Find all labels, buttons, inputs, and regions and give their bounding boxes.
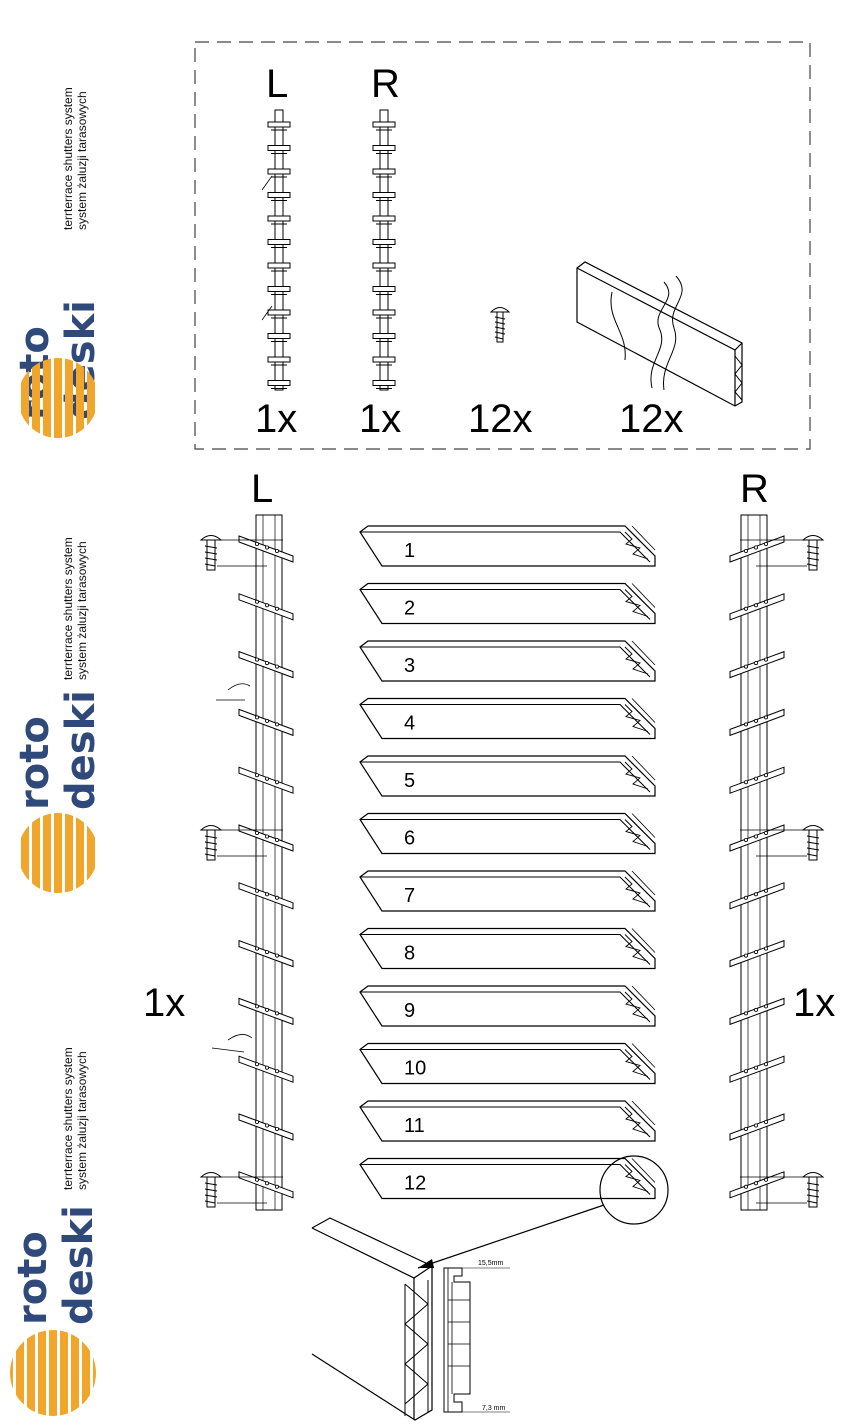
slat-number: 12 (404, 1173, 426, 1195)
slat-number: 6 (404, 828, 415, 850)
logo-bottom: roto deski terrterrace shutters system s… (0, 980, 110, 1425)
slat-body (359, 985, 656, 1027)
slat-1: 1 (359, 525, 656, 567)
slat-body (359, 640, 656, 682)
detail-dimension-bottom: 7,3 mm (482, 1405, 506, 1412)
slat-number: 7 (404, 885, 415, 907)
tagline-en: terrterrace shutters system (61, 1047, 75, 1190)
tagline-pl: system żaluzji tarasowych (75, 1051, 89, 1190)
tagline-pl: system żaluzji tarasowych (75, 91, 89, 230)
brand-name-deski: deski (56, 1205, 102, 1325)
tagline-pl: system żaluzji tarasowych (75, 541, 89, 680)
slat-8: 8 (359, 927, 656, 970)
assembly-screw-icon (801, 1172, 825, 1208)
slat-12: 12 (359, 1157, 656, 1200)
detail-slat-enlarged (311, 1217, 433, 1421)
slat-body (359, 1157, 656, 1200)
slat-body (359, 755, 656, 797)
slat-number: 8 (404, 943, 415, 965)
slat-number: 4 (404, 713, 415, 735)
brand-emblem-icon (21, 813, 95, 893)
slat-number: 3 (404, 655, 415, 677)
slat-number: 11 (404, 1115, 425, 1137)
slat-body (359, 582, 656, 625)
tagline-en: terrterrace shutters system (61, 537, 75, 680)
slat-11: 11 (359, 1100, 656, 1142)
slat-10: 10 (359, 1042, 656, 1085)
slat-number: 10 (404, 1058, 426, 1080)
logo-top: roto deski terrterrace shutters system s… (0, 20, 110, 440)
brand-emblem-icon (21, 358, 95, 438)
brand-emblem-icon (10, 1330, 96, 1416)
brand-name-deski: deski (58, 690, 104, 810)
kit-qty-rail-left: 1x (255, 397, 297, 441)
slat-4: 4 (359, 697, 656, 740)
brand-name-roto: roto (10, 1231, 56, 1325)
kit-rail-right-label: R (371, 62, 400, 106)
slat-body (359, 525, 656, 567)
slat-number: 1 (404, 540, 415, 562)
tagline-en: terrterrace shutters system (61, 87, 75, 230)
assembly-left-label: L (251, 467, 273, 511)
detail-dimension-top: 15,5mm (478, 1260, 503, 1267)
kit-qty-screws: 12x (468, 397, 533, 441)
assembly-qty-right: 1x (793, 981, 835, 1025)
slat-5: 5 (359, 755, 656, 797)
assembly-screw-icon (199, 825, 223, 861)
slat-6: 6 (359, 812, 656, 855)
assembly-screw-icon (801, 535, 825, 571)
slat-number: 9 (404, 1000, 415, 1022)
assembly-screw-icon (199, 1172, 223, 1208)
slat-body (359, 927, 656, 970)
slat-number: 5 (404, 770, 415, 792)
slat-body (359, 870, 656, 912)
detail-cross-section (443, 1267, 510, 1413)
kit-qty-slats: 12x (619, 397, 684, 441)
slat-body (359, 812, 656, 855)
kit-screw-icon (489, 307, 511, 343)
assembly-screw-icon (801, 825, 825, 861)
kit-contents-frame (194, 41, 811, 450)
slat-2: 2 (359, 582, 656, 625)
kit-qty-rail-right: 1x (359, 397, 401, 441)
slat-7: 7 (359, 870, 656, 912)
slat-body (359, 1100, 656, 1142)
kit-rail-left (261, 109, 291, 391)
slat-body (359, 697, 656, 740)
slat-9: 9 (359, 985, 656, 1027)
assembly-right-label: R (740, 467, 769, 511)
kit-rail-left-label: L (266, 62, 288, 106)
slat-3: 3 (359, 640, 656, 682)
slat-number: 2 (404, 598, 415, 620)
assembly-screw-icon (199, 535, 223, 571)
assembly-rail-right (729, 514, 825, 1211)
logo-middle: roto deski terrterrace shutters system s… (0, 480, 110, 900)
slat-body (359, 1042, 656, 1085)
detail-leader-line (417, 1204, 605, 1269)
brand-name-roto: roto (12, 716, 58, 810)
kit-slat-bundle-icon (576, 261, 743, 407)
assembly-qty-left: 1x (143, 981, 185, 1025)
detail-magnifier (599, 1155, 669, 1225)
kit-rail-right (372, 109, 396, 391)
assembly-rail-left (199, 514, 294, 1211)
